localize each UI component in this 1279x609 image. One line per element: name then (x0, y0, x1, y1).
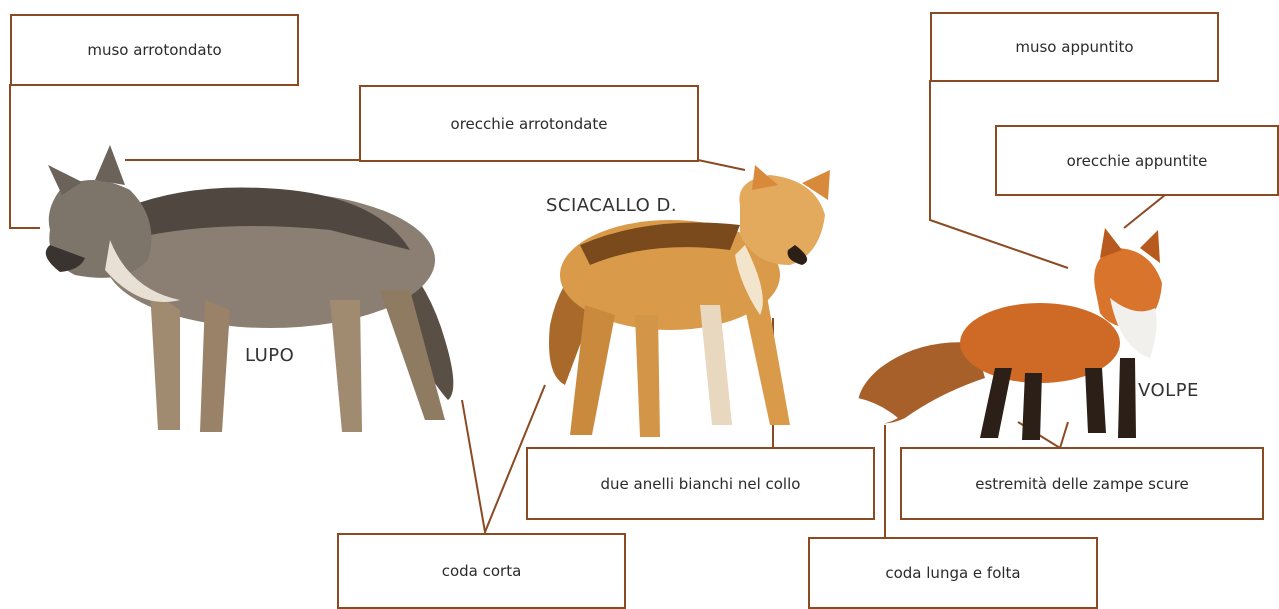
label-volpe: VOLPE (1138, 380, 1199, 401)
label-lupo: LUPO (245, 345, 294, 366)
connector-orecchie-appuntite (1124, 195, 1165, 228)
red-fox-photo (850, 228, 1170, 443)
callout-orecchie-arrotondate: orecchie arrotondate (359, 85, 699, 162)
callout-coda-corta: coda corta (337, 533, 626, 609)
wolf-photo (30, 140, 470, 440)
callout-muso-arrotondato: muso arrotondato (10, 14, 299, 86)
callout-orecchie-appuntite: orecchie appuntite (995, 125, 1279, 196)
callout-muso-appuntito: muso appuntito (930, 12, 1219, 82)
callout-estremita-zampe: estremità delle zampe scure (900, 447, 1264, 520)
label-sciacallo: SCIACALLO D. (546, 195, 677, 216)
callout-coda-lunga: coda lunga e folta (808, 537, 1098, 609)
callout-due-anelli: due anelli bianchi nel collo (526, 447, 875, 520)
